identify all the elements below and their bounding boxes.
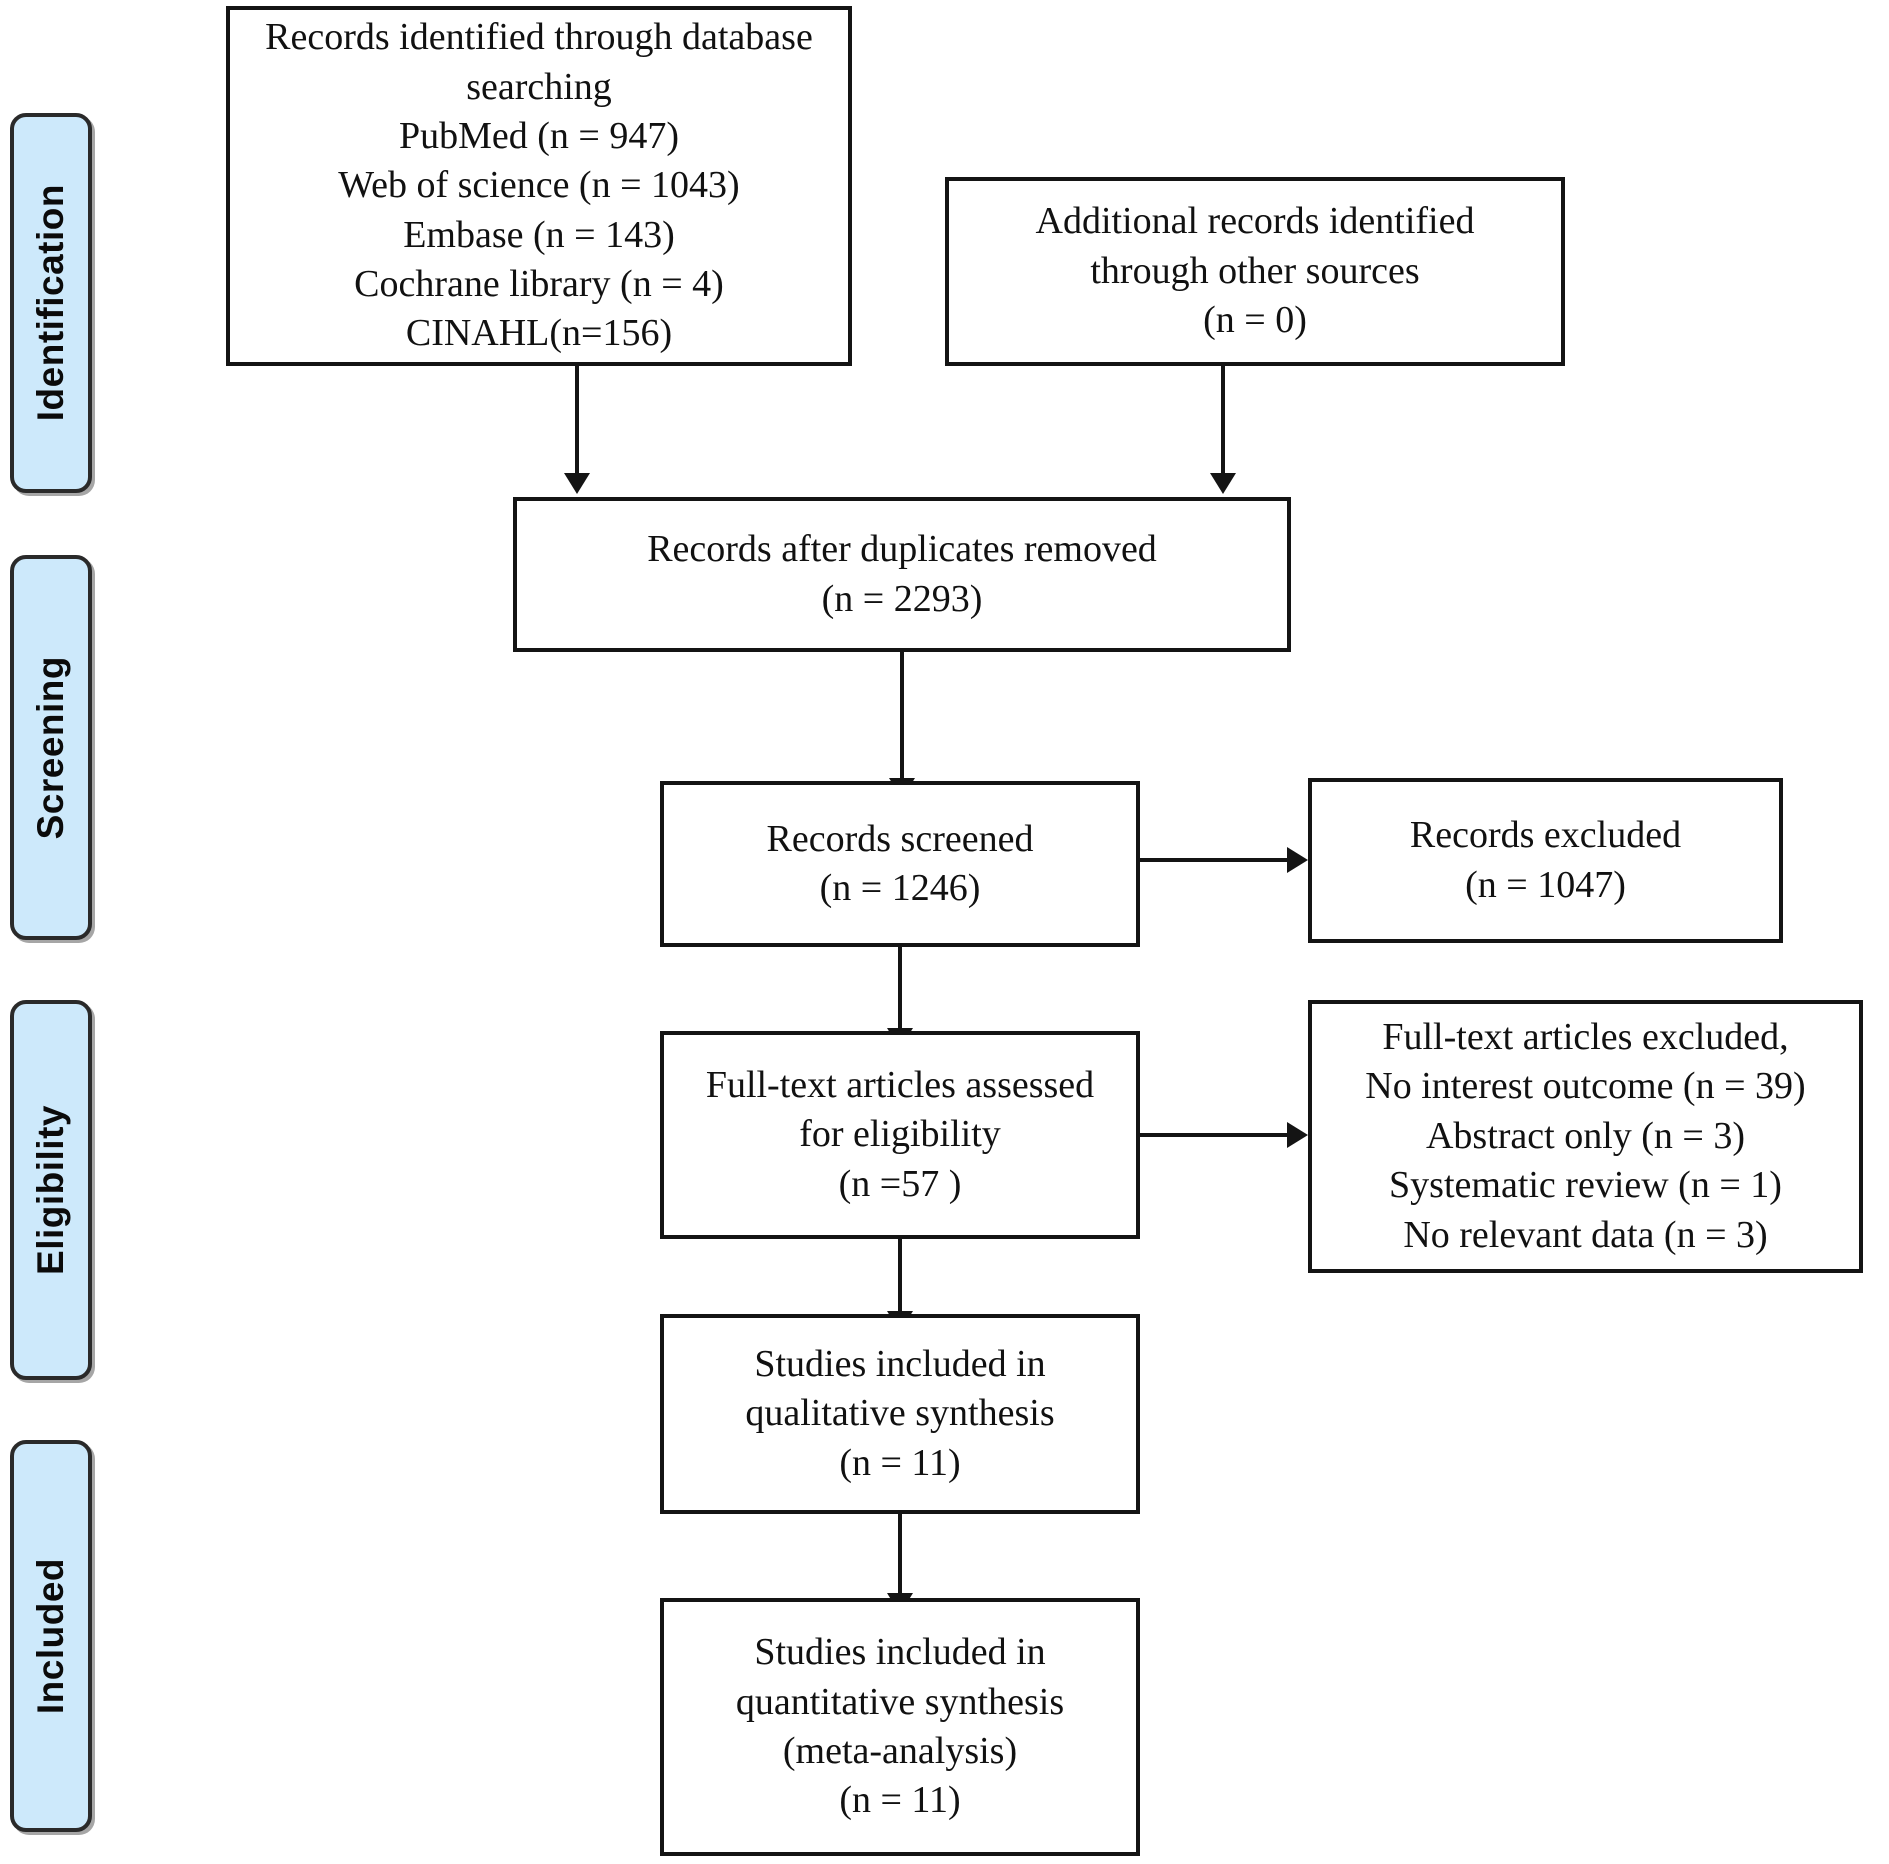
arrowhead-fulltext-to-excluded — [1287, 1122, 1308, 1148]
arrowhead-screened-to-excluded — [1287, 847, 1308, 873]
box-qualitative-synthesis-text: Studies included in qualitative synthesi… — [745, 1342, 1055, 1484]
connector-qualitative-to-quantitative — [898, 1514, 902, 1593]
box-fulltext-assessed-text: Full-text articles assessed for eligibil… — [705, 1063, 1095, 1205]
stage-label-identification: Identification — [10, 113, 92, 493]
arrowhead-database-to-duplicates — [564, 473, 590, 494]
box-qualitative-synthesis: Studies included in qualitative synthesi… — [660, 1314, 1140, 1514]
stage-label-screening: Screening — [10, 555, 92, 940]
box-quantitative-synthesis-text: Studies included in quantitative synthes… — [735, 1631, 1065, 1822]
box-duplicates-removed-text: Records after duplicates removed (n = 22… — [647, 528, 1157, 620]
stage-label-included-text: Included — [30, 1557, 71, 1715]
stage-label-included: Included — [10, 1440, 92, 1832]
box-database-search-text: Records identified through database sear… — [265, 16, 813, 355]
connector-screened-to-fulltext — [898, 947, 902, 1028]
box-database-search: Records identified through database sear… — [226, 6, 852, 366]
box-records-excluded-text: Records excluded (n = 1047) — [1409, 814, 1682, 906]
stage-label-identification-text: Identification — [30, 184, 71, 422]
stage-label-screening-text: Screening — [30, 655, 71, 840]
connector-other-to-duplicates — [1221, 366, 1225, 473]
arrowhead-other-to-duplicates — [1210, 473, 1236, 494]
box-fulltext-assessed: Full-text articles assessed for eligibil… — [660, 1031, 1140, 1239]
box-quantitative-synthesis: Studies included in quantitative synthes… — [660, 1598, 1140, 1856]
connector-fulltext-to-qualitative — [898, 1239, 902, 1311]
box-records-screened: Records screened (n = 1246) — [660, 781, 1140, 947]
stage-label-eligibility: Eligibility — [10, 1000, 92, 1380]
connector-screened-to-excluded — [1140, 858, 1287, 862]
box-duplicates-removed: Records after duplicates removed (n = 22… — [513, 497, 1291, 652]
box-fulltext-excluded: Full-text articles excluded, No interest… — [1308, 1000, 1863, 1273]
box-records-screened-text: Records screened (n = 1246) — [766, 817, 1034, 909]
connector-fulltext-to-excluded — [1140, 1133, 1287, 1137]
connector-duplicates-to-screened — [900, 652, 904, 778]
box-fulltext-excluded-text: Full-text articles excluded, No interest… — [1365, 1016, 1806, 1256]
connector-database-to-duplicates — [575, 366, 579, 473]
stage-label-eligibility-text: Eligibility — [30, 1105, 71, 1275]
box-other-sources-text: Additional records identified through ot… — [1035, 200, 1475, 342]
box-other-sources: Additional records identified through ot… — [945, 177, 1565, 366]
box-records-excluded: Records excluded (n = 1047) — [1308, 778, 1783, 943]
